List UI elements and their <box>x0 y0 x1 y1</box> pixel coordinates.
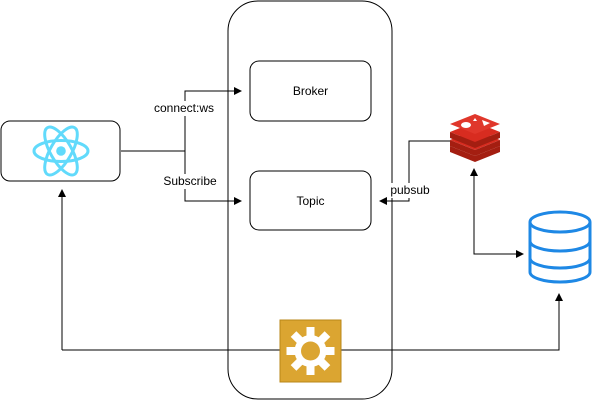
subscribe-label: Subscribe <box>163 174 217 188</box>
pubsub-label-bg <box>389 183 432 198</box>
broker-label: Broker <box>293 84 328 98</box>
redis-database-edge <box>470 168 524 258</box>
broker-node[interactable]: Broker <box>249 60 372 122</box>
react-client-node[interactable] <box>0 120 121 182</box>
pubsub-label: pubsub <box>390 183 430 197</box>
worker-edges <box>58 189 563 351</box>
database-icon[interactable] <box>528 210 592 284</box>
pubsub-edge <box>379 140 450 205</box>
connect-label-bg <box>152 101 216 116</box>
subscribe-label-bg <box>162 174 218 189</box>
redis-icon[interactable] <box>450 114 500 162</box>
gear-icon[interactable] <box>279 319 342 383</box>
topic-label: Topic <box>296 194 324 208</box>
connect-edge <box>121 87 242 152</box>
connect-label: connect:ws <box>154 101 214 115</box>
topic-node[interactable]: Topic <box>249 170 372 231</box>
subscribe-edge <box>184 151 242 205</box>
react-icon <box>32 125 90 177</box>
